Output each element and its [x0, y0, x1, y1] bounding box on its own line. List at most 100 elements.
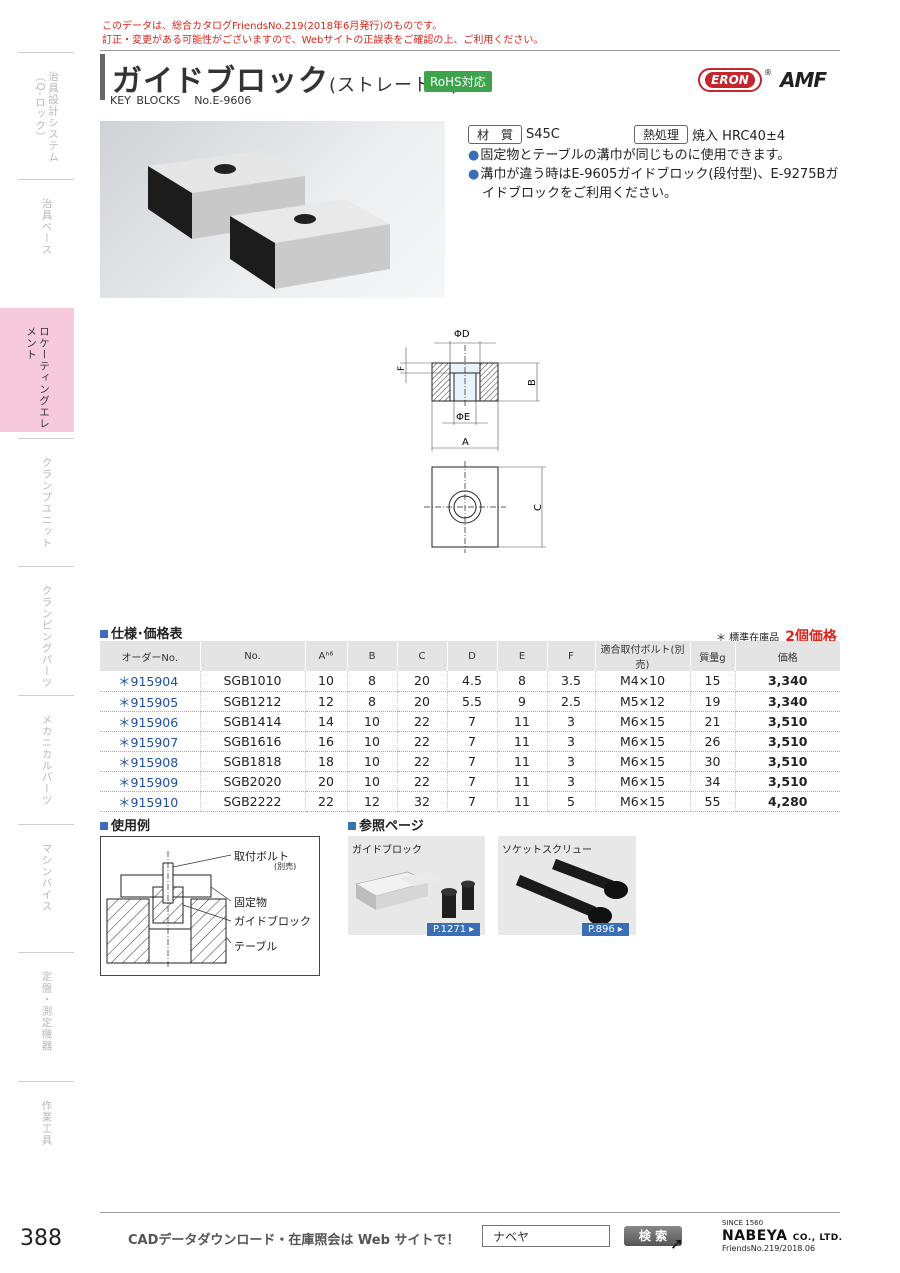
side-tab-label: 定盤・測定機器 — [40, 971, 53, 1052]
d-cell: 7 — [447, 731, 498, 752]
side-tab-clamp-unit[interactable]: クランプユニット — [18, 438, 74, 562]
heat-treatment-value: 焼入 HRC40±4 — [692, 129, 786, 144]
c-cell: 20 — [397, 671, 448, 692]
amf-logo: AMF — [780, 68, 827, 92]
guide-block-thumb — [355, 871, 475, 918]
side-tab-work-tools[interactable]: 作業工具 — [18, 1081, 74, 1205]
a-cell: 16 — [305, 731, 348, 752]
eron-registered-mark: ® — [764, 68, 772, 77]
notice-line-2: 訂正・変更がある可能性がございますので、Webサイトの正誤表をご確認の上、ご利用… — [102, 35, 544, 46]
catalog-edition: FriendsNo.219/2018.06 — [722, 1244, 816, 1253]
rohs-badge: RoHS対応 — [424, 71, 492, 92]
reference-page-link[interactable]: P.1271 ▸ — [427, 923, 481, 936]
col-bolt: 適合取付ボルト(別売) — [595, 641, 691, 671]
f-cell: 3 — [547, 751, 596, 772]
side-tab-label: メカニカルパーツ — [40, 714, 53, 806]
title-rule — [100, 50, 840, 106]
usage-label-bolt: 取付ボルト — [234, 850, 289, 863]
eron-logo-text: ERON — [705, 72, 755, 88]
b-cell: 10 — [347, 771, 398, 792]
side-tab-jig-base[interactable]: 治具ベース — [18, 179, 74, 304]
subtitle-english: KEY BLOCKS — [110, 94, 181, 107]
price-cell: 4,280 — [735, 791, 840, 812]
reference-guide-block[interactable] — [348, 836, 485, 935]
company-name-suffix: CO., LTD. — [792, 1233, 843, 1243]
material-label: 材 質 — [468, 125, 523, 144]
side-tab-label: クランピングパーツ — [40, 585, 53, 689]
dim-label-c: C — [533, 504, 544, 511]
search-input[interactable]: ナベヤ — [482, 1225, 610, 1247]
c-cell: 32 — [397, 791, 448, 812]
bolt-cell: M6×15 — [595, 791, 691, 812]
dim-label-a: A — [462, 437, 469, 448]
page-number: 388 — [20, 1226, 62, 1251]
table-header-row: オーダーNo. No. Aʰ⁶ B C D E F 適合取付ボルト(別売) 質量… — [100, 641, 840, 671]
d-cell: 5.5 — [447, 691, 498, 712]
f-cell: 3 — [547, 711, 596, 732]
reference-caption: ガイドブロック — [352, 845, 422, 856]
order-no-cell[interactable]: ＊915908 — [100, 751, 201, 772]
dim-label-phi-d: ΦD — [454, 329, 470, 340]
b-cell: 12 — [347, 791, 398, 812]
mass-cell: 55 — [690, 791, 736, 812]
d-cell: 4.5 — [447, 671, 498, 692]
side-tab-surface-plate[interactable]: 定盤・測定機器 — [18, 952, 74, 1076]
b-cell: 8 — [347, 671, 398, 692]
e-cell: 11 — [497, 751, 548, 772]
stock-note-text: ＊ 標準在庫品 — [716, 633, 780, 644]
col-no: No. — [200, 641, 306, 671]
eron-logo: ERON — [698, 68, 762, 92]
usage-label-table: テーブル — [234, 940, 278, 953]
order-no-cell[interactable]: ＊915906 — [100, 711, 201, 732]
company-name-main: NABEYA — [722, 1228, 788, 1244]
b-cell: 10 — [347, 751, 398, 772]
model-no-cell: SGB2020 — [200, 771, 306, 792]
reference-socket-screw[interactable] — [498, 836, 636, 935]
c-cell: 22 — [397, 751, 448, 772]
d-cell: 7 — [447, 791, 498, 812]
cad-download-text: CADデータダウンロード・在庫照会は Web サイトで！ — [128, 1233, 460, 1248]
side-tab-jig-system[interactable]: 治具設計システム（Q-ロック） — [18, 52, 74, 177]
bolt-cell: M6×15 — [595, 771, 691, 792]
model-no-cell: SGB1212 — [200, 691, 306, 712]
side-tab-mechanical-parts[interactable]: メカニカルパーツ — [18, 695, 74, 819]
order-no-cell[interactable]: ＊915909 — [100, 771, 201, 792]
spec-price-table: オーダーNo. No. Aʰ⁶ B C D E F 適合取付ボルト(別売) 質量… — [100, 641, 840, 812]
b-cell: 10 — [347, 731, 398, 752]
e-cell: 11 — [497, 711, 548, 732]
search-button[interactable]: 検 索 — [624, 1226, 682, 1246]
e-cell: 11 — [497, 731, 548, 752]
f-cell: 5 — [547, 791, 596, 812]
product-title-main: ガイドブロック — [112, 64, 329, 99]
side-tab-machine-vise[interactable]: マシンバイス — [18, 824, 74, 948]
model-no-cell: SGB1616 — [200, 731, 306, 752]
side-tab-locating-element[interactable]: ロケーティングエレメント — [0, 308, 74, 432]
order-no-cell[interactable]: ＊915904 — [100, 671, 201, 692]
subtitle-model-no: No.E-9606 — [194, 94, 252, 107]
model-no-cell: SGB1010 — [200, 671, 306, 692]
price-cell: 3,510 — [735, 711, 840, 732]
reference-title: 参照ページ — [348, 815, 424, 834]
key-blocks-illustration — [148, 151, 390, 289]
side-tab-clamping-parts[interactable]: クランピングパーツ — [18, 566, 74, 690]
order-no-cell[interactable]: ＊915907 — [100, 731, 201, 752]
notice-line-1: このデータは、総合カタログFriendsNo.219(2018年6月発行)のもの… — [102, 21, 443, 32]
order-no-cell[interactable]: ＊915910 — [100, 791, 201, 812]
product-photo — [100, 121, 445, 298]
heat-treatment-label: 熱処理 — [634, 125, 689, 144]
col-e: E — [497, 641, 548, 671]
bolt-cell: M6×15 — [595, 731, 691, 752]
order-no-cell[interactable]: ＊915905 — [100, 691, 201, 712]
product-subtitle: KEY BLOCKS No.E-9606 — [110, 94, 251, 107]
model-no-cell: SGB1414 — [200, 711, 306, 732]
col-d: D — [447, 641, 498, 671]
reference-page-link[interactable]: P.896 ▸ — [582, 923, 629, 936]
col-f: F — [547, 641, 596, 671]
col-price: 価格 — [735, 641, 840, 671]
d-cell: 7 — [447, 771, 498, 792]
